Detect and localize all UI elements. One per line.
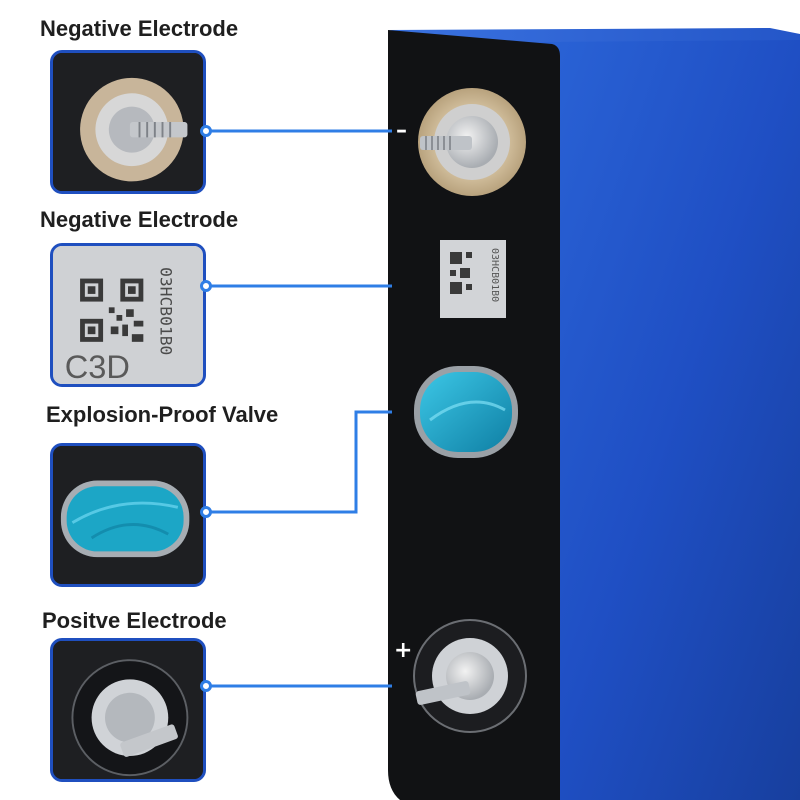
callout-panel-negative-terminal <box>50 50 206 194</box>
battery-side-face <box>540 40 800 800</box>
callout-dot-2 <box>200 280 212 292</box>
positive-sign: + <box>394 638 413 663</box>
callout-label-negative-electrode-1: Negative Electrode <box>40 16 239 41</box>
negative-terminal-closeup <box>53 53 203 191</box>
callout-label-positive-electrode: Positve Electrode <box>42 608 227 633</box>
code-label: 03HCB01B0 <box>440 240 506 318</box>
negative-terminal <box>418 88 526 196</box>
callout-label-explosion-proof-valve: Explosion-Proof Valve <box>46 402 279 427</box>
code-label-text: 03HCB01B0 <box>489 248 500 302</box>
positive-terminal <box>413 619 527 733</box>
valve <box>414 366 518 458</box>
callout-dot-4 <box>200 680 212 692</box>
negative-sign: – <box>396 118 407 143</box>
callout-panel-code-label: 03HCB01B0 C3D <box>50 243 206 387</box>
valve-closeup <box>53 446 203 584</box>
logo-text: C3D <box>65 349 130 384</box>
callout-dot-3 <box>200 506 212 518</box>
callout-panel-valve <box>50 443 206 587</box>
callout-panel-positive-terminal <box>50 638 206 782</box>
code-label-text-closeup: 03HCB01B0 <box>157 267 176 355</box>
callout-label-negative-electrode-2: Negative Electrode <box>40 207 239 232</box>
code-label-closeup: 03HCB01B0 C3D <box>53 246 203 384</box>
qr-code-icon <box>80 278 144 342</box>
positive-terminal-closeup <box>53 641 203 779</box>
callout-dot-1 <box>200 125 212 137</box>
